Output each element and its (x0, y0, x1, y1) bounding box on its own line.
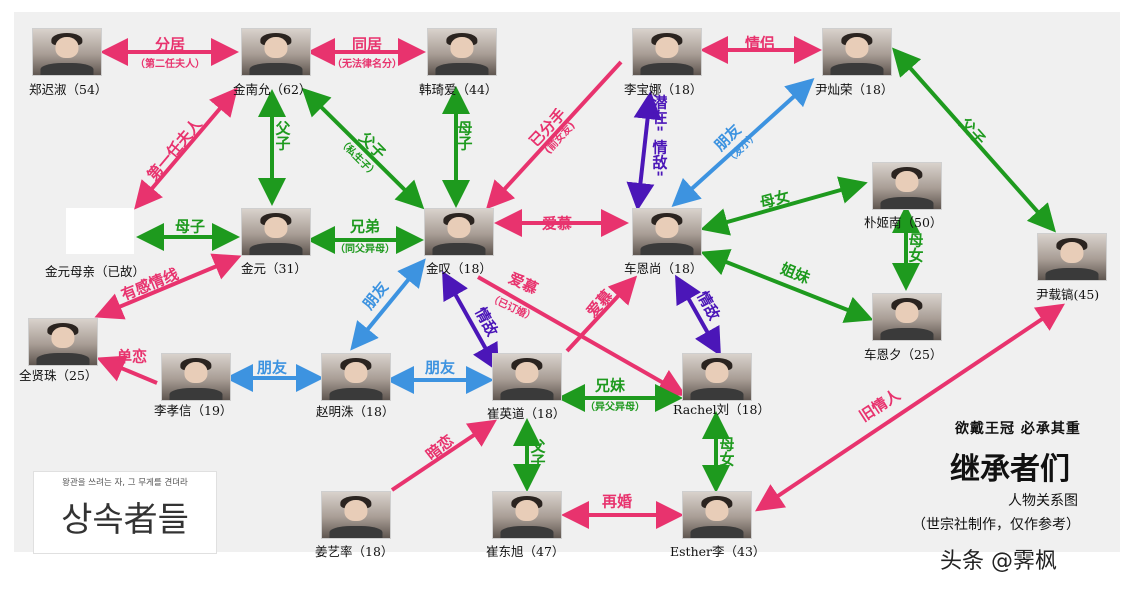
edge-label-4: 父子 (274, 120, 291, 153)
name-quanxianzhu: 全贤珠（25） (19, 368, 98, 383)
edge-label-24: 朋友 (257, 359, 287, 377)
name-jintan: 金叹（18） (426, 261, 492, 276)
name-cuiyingdao: 崔英道（18） (487, 406, 566, 421)
edge-line-14 (700, 176, 868, 236)
portrait-zheng (32, 28, 102, 76)
portrait-yinzaigao (1037, 233, 1107, 281)
edge-label-14: 母女 (758, 187, 792, 212)
edge-line-21 (675, 274, 721, 357)
edge-sublabel-1: （无法律名分） (332, 57, 402, 70)
edge-sublabel-12: （同父异母） (335, 242, 395, 255)
edge-label-2: 情侣 (745, 35, 775, 53)
edge-label-7: 潜在"情敌" (652, 94, 668, 187)
name-yinzaigao: 尹载镐(45) (1036, 287, 1100, 302)
edge-label-29: 再婚 (602, 493, 632, 511)
name-piaojinan: 朴姬南（50） (864, 215, 943, 230)
portrait-piaojinan (872, 162, 942, 210)
portrait-cuiyingdao (492, 353, 562, 401)
name-jinyuan: 金元（31） (241, 261, 307, 276)
name-yincanrong: 尹灿荣（18） (815, 82, 894, 97)
portrait-lixiaoxin (161, 353, 231, 401)
name-jinyuanmother: 金元母亲（已故） (45, 264, 146, 279)
edge-label-26: 兄妹 (594, 377, 626, 395)
portrait-jintan (424, 208, 494, 256)
logo-tagline: 왕관을 쓰려는 자, 그 무게를 견뎌라 (62, 478, 188, 488)
edge-line-23 (96, 355, 158, 385)
edge-line-16 (94, 253, 242, 320)
edge-label-13: 爱慕 (542, 215, 572, 233)
portrait-jinnanyun (241, 28, 311, 76)
portrait-zhaomingzhu (321, 353, 391, 401)
edge-label-25: 朋友 (425, 359, 455, 377)
name-hanqiai: 韩琦爱（44） (419, 82, 498, 97)
portrait-cuidongxu (492, 491, 562, 539)
portrait-quanxianzhu (28, 318, 98, 366)
drama-logo: 왕관을 쓰려는 자, 그 무게를 견뎌라 상속者들 (33, 471, 217, 554)
edge-sublabel-26: （异父异母） (585, 400, 645, 413)
name-lixiaoxin: 李孝信（19） (154, 403, 233, 418)
watermark: 头条 @霁枫 (940, 549, 1057, 574)
edge-label-30: 母女 (719, 436, 734, 469)
edge-label-23: 单恋 (117, 348, 147, 366)
edge-label-20: 爱慕 (583, 286, 616, 320)
edge-line-3 (485, 60, 623, 210)
title-subtitle: 人物关系图 (1008, 493, 1078, 509)
name-rachel: Rachel刘（18） (673, 402, 771, 417)
portrait-esther (682, 491, 752, 539)
edge-sublabel-0: （第二任夫人） (135, 57, 205, 70)
edge-line-31 (755, 303, 1065, 512)
edge-label-0: 分居 (155, 36, 185, 54)
edge-line-10 (134, 87, 238, 210)
name-jiangyisu: 姜艺率（18） (315, 544, 394, 559)
portrait-hanqiai (427, 28, 497, 76)
title-tagline: 欲戴王冠 必承其重 (955, 421, 1081, 437)
edge-label-9: 父子 (955, 114, 989, 149)
edge-line-20 (565, 275, 638, 353)
edge-line-9 (892, 47, 1056, 233)
edge-line-17 (350, 258, 426, 351)
portrait-jiangyisu (321, 491, 391, 539)
name-cheenshang: 车恩尚（18） (624, 261, 703, 276)
edge-label-6: 母子 (457, 120, 472, 153)
name-cuidongxu: 崔东旭（47） (486, 544, 565, 559)
name-cheenxi: 车恩夕（25） (864, 347, 943, 362)
portrait-cheenshang (632, 208, 702, 256)
edge-label-15: 母女 (908, 232, 923, 265)
edge-line-7 (626, 91, 662, 211)
edge-line-18 (442, 270, 499, 373)
edge-line-5 (301, 87, 425, 210)
edge-line-27 (390, 419, 497, 492)
portrait-jinyuanmother (66, 208, 134, 254)
portrait-rachel (682, 353, 752, 401)
edge-label-1: 同居 (352, 36, 382, 54)
name-zhaomingzhu: 赵明洙（18） (316, 404, 395, 419)
portrait-libaona (632, 28, 702, 76)
portrait-yincanrong (822, 28, 892, 76)
name-libaona: 李宝娜（18） (624, 82, 703, 97)
page-title: 继承者们 (950, 452, 1070, 487)
name-zheng: 郑迟淑（54） (29, 82, 108, 97)
logo-wordmark: 상속者들 (61, 500, 189, 540)
portrait-cheenxi (872, 293, 942, 341)
portrait-jinyuan (241, 208, 311, 256)
edge-label-12: 兄弟 (349, 218, 380, 236)
name-esther: Esther李（43） (670, 544, 766, 559)
edge-line-8 (671, 77, 815, 208)
edge-label-28: 父子 (529, 438, 546, 471)
edge-label-10: 第一任夫人 (144, 114, 207, 184)
title-credit: （世宗社制作，仅作参考） (912, 517, 1080, 533)
name-jinnanyun: 金南允（62） (233, 82, 312, 97)
edge-label-31: 旧情人 (856, 385, 904, 425)
edge-label-11: 母子 (175, 218, 205, 236)
